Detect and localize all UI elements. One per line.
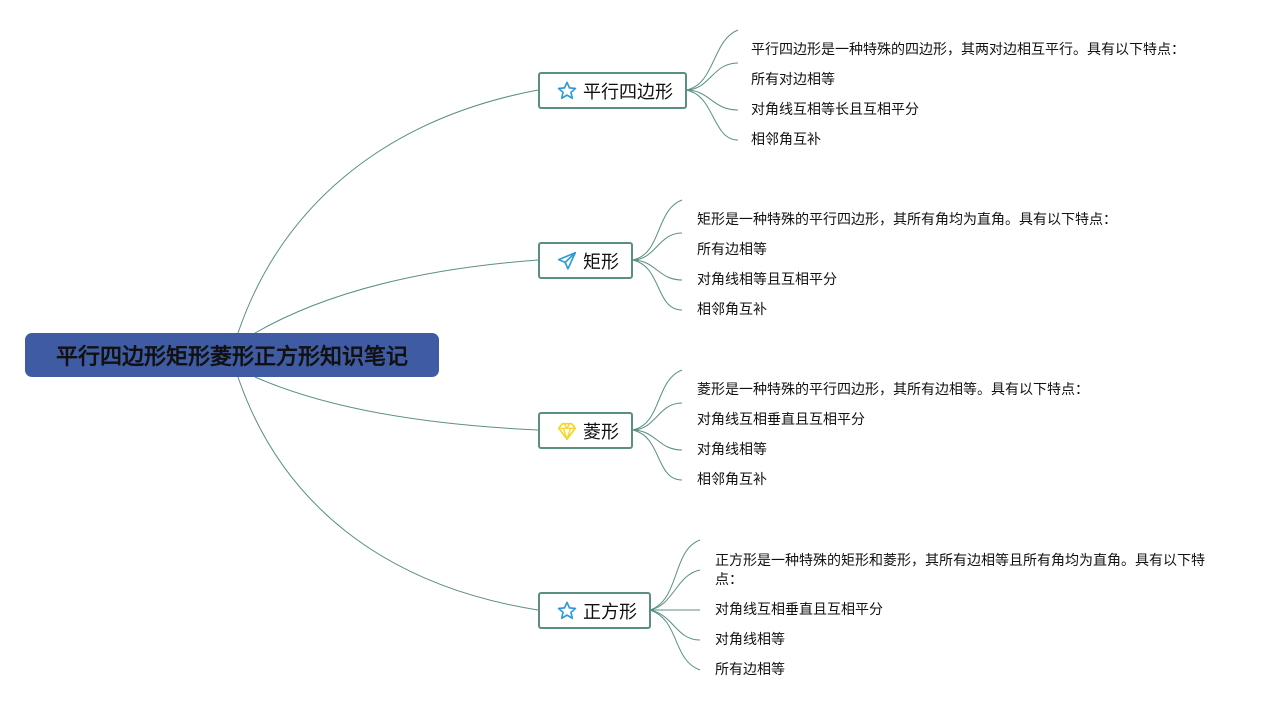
leaf-text[interactable]: 所有边相等 xyxy=(715,662,785,678)
root-title: 平行四边形矩形菱形正方形知识笔记 xyxy=(55,345,408,370)
paper-plane-icon xyxy=(556,250,578,272)
leaf-text[interactable]: 对角线互相等长且互相平分 xyxy=(751,102,919,118)
connector-root-to-parallelogram xyxy=(237,89,539,334)
leaf-text[interactable]: 相邻角互补 xyxy=(697,302,767,318)
leaf-text[interactable]: 相邻角互补 xyxy=(697,472,767,488)
connector-rhombus-leaf-2 xyxy=(631,402,683,431)
branch-rectangle[interactable]: 矩形 xyxy=(538,242,633,279)
leaf-text[interactable]: 菱形是一种特殊的平行四边形，其所有边相等。具有以下特点： xyxy=(697,382,1089,398)
connector-square-leaf-5 xyxy=(649,609,701,671)
leaf-text[interactable]: 对角线互相垂直且互相平分 xyxy=(697,412,865,428)
root-topic[interactable]: 平行四边形矩形菱形正方形知识笔记 xyxy=(25,333,439,377)
branch-title: 正方形 xyxy=(583,601,637,623)
connector-root-to-rhombus xyxy=(254,376,539,431)
connector-rectangle-leaf-4 xyxy=(631,259,683,311)
leaf-text[interactable]: 相邻角互补 xyxy=(751,132,821,148)
leaf-text[interactable]: 平行四边形是一种特殊的四边形，其两对边相互平行。具有以下特点： xyxy=(751,42,1185,58)
leaf-text[interactable]: 矩形是一种特殊的平行四边形，其所有角均为直角。具有以下特点： xyxy=(697,212,1117,228)
leaf-text[interactable]: 对角线互相垂直且互相平分 xyxy=(715,602,883,618)
leaf-text[interactable]: 所有对边相等 xyxy=(751,72,835,88)
connector-rhombus-leaf-4 xyxy=(631,429,683,481)
connector-root-to-square xyxy=(237,376,539,611)
connector-parallelogram-leaf-2 xyxy=(685,62,739,91)
connector-parallelogram-leaf-4 xyxy=(685,89,739,141)
diamond-icon xyxy=(556,420,578,442)
leaf-text[interactable]: 对角线相等 xyxy=(697,442,767,458)
connector-rhombus-leaf-3 xyxy=(631,429,683,451)
connector-rhombus-leaf-1 xyxy=(631,369,683,431)
branch-title: 菱形 xyxy=(583,421,619,443)
connector-square-leaf-1 xyxy=(649,539,701,611)
connector-rectangle-leaf-2 xyxy=(631,232,683,261)
branch-title: 平行四边形 xyxy=(583,81,673,103)
branch-square[interactable]: 正方形 xyxy=(538,592,651,629)
connector-square-leaf-2 xyxy=(649,569,701,611)
leaf-text[interactable]: 所有边相等 xyxy=(697,242,767,258)
branch-parallelogram[interactable]: 平行四边形 xyxy=(538,72,687,109)
connector-square-leaf-4 xyxy=(649,609,701,641)
connector-parallelogram-leaf-1 xyxy=(685,29,739,91)
leaf-text[interactable]: 对角线相等 xyxy=(715,632,785,648)
star-icon xyxy=(556,80,578,102)
leaf-text[interactable]: 正方形是一种特殊的矩形和菱形，其所有边相等且所有角均为直角。具有以下特点： xyxy=(715,553,1205,588)
connector-rectangle-leaf-1 xyxy=(631,199,683,261)
branch-rhombus[interactable]: 菱形 xyxy=(538,412,633,449)
star-icon xyxy=(556,600,578,622)
connector-parallelogram-leaf-3 xyxy=(685,89,739,111)
branch-title: 矩形 xyxy=(583,251,619,273)
connector-root-to-rectangle xyxy=(254,259,539,334)
leaf-text[interactable]: 对角线相等且互相平分 xyxy=(697,272,837,288)
connector-rectangle-leaf-3 xyxy=(631,259,683,281)
